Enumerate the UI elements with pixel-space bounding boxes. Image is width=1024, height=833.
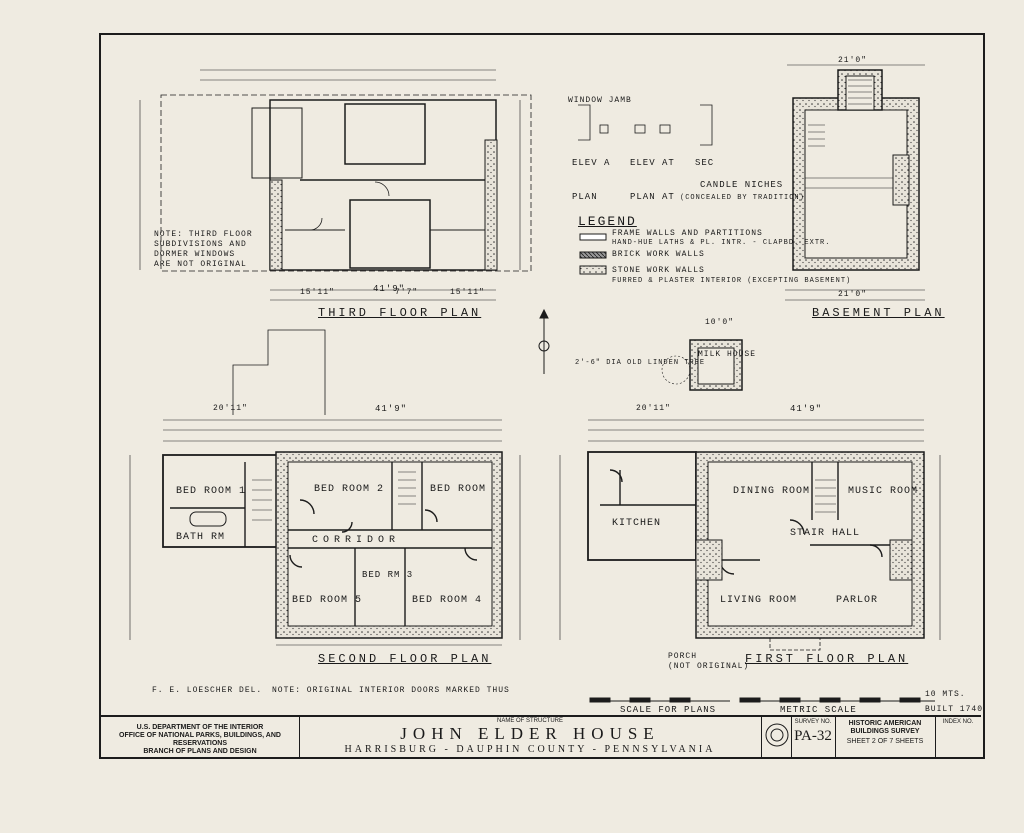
habs-cell: HISTORIC AMERICAN BUILDINGS SURVEY SHEET… [835, 717, 936, 757]
third-floor-plan-title: THIRD FLOOR PLAN [318, 306, 482, 320]
first-floor-plan-title: FIRST FLOOR PLAN [745, 652, 909, 666]
title-block: U.S. DEPARTMENT OF THE INTERIOR OFFICE O… [101, 715, 981, 757]
built-date: BUILT 1740 [925, 705, 984, 714]
note-line: DORMER WINDOWS [154, 250, 236, 259]
dim-basement-top: 21'0" [838, 56, 868, 65]
room-bed-room-4: BED ROOM 4 [412, 595, 483, 606]
dim-milk-house: 10'0" [705, 318, 735, 327]
structure-name: JOHN ELDER HOUSE [400, 724, 660, 743]
metric-scale: METRIC SCALE [780, 705, 857, 715]
structure-cell: NAME OF STRUCTURE JOHN ELDER HOUSE HARRI… [299, 717, 762, 757]
sheet-count: SHEET 2 OF 7 SHEETS [846, 738, 924, 745]
room-milk-house: MILK HOUSE [698, 350, 757, 359]
habs-line-2: BUILDINGS SURVEY [850, 728, 920, 735]
department-cell: U.S. DEPARTMENT OF THE INTERIOR OFFICE O… [101, 717, 300, 757]
elev-at-label: ELEV AT [630, 158, 675, 168]
dim-second-overall: 41'9" [375, 404, 408, 414]
room-dining-room: DINING ROOM [733, 486, 811, 497]
dim-third-right: 15'11" [450, 288, 485, 297]
department-line: U.S. DEPARTMENT OF THE INTERIOR [136, 724, 264, 731]
scale-for-plans: SCALE FOR PLANS [620, 705, 717, 715]
second-floor-plan-title: SECOND FLOOR PLAN [318, 652, 492, 666]
legend-title: LEGEND [578, 214, 637, 229]
room-corridor: CORRIDOR [312, 535, 401, 546]
third-floor-note: NOTE: THIRD FLOOR SUBDIVISIONS AND DORME… [154, 230, 253, 270]
branch-line: BRANCH OF PLANS AND DESIGN [143, 748, 257, 755]
room-living-room: LIVING ROOM [720, 595, 798, 606]
third-floor-plan [139, 69, 532, 301]
legend-item-frame: FRAME WALLS AND PARTITIONS [612, 229, 763, 238]
note-line: NOTE: THIRD FLOOR [154, 230, 253, 239]
room-bed-room-2: BED ROOM 2 [314, 484, 385, 495]
window-jamb-label: WINDOW JAMB [568, 96, 632, 105]
room-porch: PORCH (NOT ORIGINAL) [668, 652, 749, 672]
room-bed-room-1: BED ROOM 1 [176, 486, 247, 497]
dim-first-overall: 41'9" [790, 404, 823, 414]
room-bath-rm: BATH RM [176, 532, 226, 543]
dim-third-left: 15'11" [300, 288, 335, 297]
room-bed-room-5: BED ROOM 5 [292, 595, 363, 606]
basement-plan-title: BASEMENT PLAN [812, 306, 945, 320]
elev-a-label: ELEV A [572, 158, 611, 168]
room-bed-room-top: BED ROOM [430, 484, 487, 495]
sec-label: SEC [695, 158, 715, 168]
dim-third-overall: 41'9" [373, 284, 406, 294]
porch-label: PORCH [668, 652, 698, 661]
legend-item-furred: FURRED & PLASTER INTERIOR (EXCEPTING BAS… [612, 277, 852, 285]
structure-location: HARRISBURG - DAUPHIN COUNTY - PENNSYLVAN… [344, 744, 716, 755]
room-bed-rm-3: BED RM 3 [362, 570, 414, 580]
plan-at-label: PLAN AT [630, 192, 675, 202]
name-of-structure-label: NAME OF STRUCTURE [497, 718, 563, 724]
room-parlor: PARLOR [836, 595, 879, 606]
porch-note: (NOT ORIGINAL) [668, 662, 750, 671]
dim-first-left: 20'11" [636, 404, 671, 413]
survey-cell: SURVEY NO. PA-32 [791, 717, 836, 757]
survey-no-label: SURVEY NO. [794, 719, 832, 725]
legend-item-stone: STONE WORK WALLS [612, 266, 705, 275]
window-jamb-details [578, 104, 713, 146]
legend-item-brick: BRICK WORK WALLS [612, 250, 705, 259]
index-no-label: INDEX NO. [942, 719, 974, 725]
survey-number: PA-32 [794, 728, 832, 744]
legend-item-laths: HAND-HUE LATHS & PL. INTR. - CLAPBD. EXT… [612, 239, 831, 247]
doors-note: NOTE: ORIGINAL INTERIOR DOORS MARKED THU… [272, 686, 510, 695]
concealed-label: (CONCEALED BY TRADITION) [680, 194, 805, 202]
index-cell: INDEX NO. [935, 717, 981, 757]
north-arrow-icon [538, 308, 550, 374]
dim-second-left: 20'11" [213, 404, 248, 413]
scale-bars [589, 697, 935, 703]
legend-swatches [579, 233, 607, 275]
first-floor-plan [559, 339, 941, 651]
habs-seal-icon [765, 723, 789, 747]
room-kitchen: KITCHEN [612, 518, 662, 529]
basement-plan [785, 64, 925, 301]
tree-note: 2'-6" DIA OLD LINDEN TREE [575, 359, 706, 367]
dim-third-mid: 7'7" [395, 288, 419, 297]
habs-line-1: HISTORIC AMERICAN [848, 720, 922, 727]
metric-units: 10 MTS. [925, 690, 966, 699]
candle-niches-label: CANDLE NICHES [700, 180, 784, 190]
second-floor-plan [129, 329, 521, 646]
note-line: SUBDIVISIONS AND [154, 240, 247, 249]
room-stair-hall: STAIR HALL [790, 528, 861, 539]
dim-basement-bottom: 21'0" [838, 290, 868, 299]
plan-label: PLAN [572, 192, 598, 202]
sheet-border [99, 33, 985, 759]
office-line: OFFICE OF NATIONAL PARKS, BUILDINGS, AND… [119, 732, 281, 747]
note-line: ARE NOT ORIGINAL [154, 260, 247, 269]
delineator-credit: F. E. LOESCHER DEL. [152, 686, 263, 695]
seal-cell [761, 717, 792, 757]
room-music-room: MUSIC ROOM [848, 486, 919, 497]
